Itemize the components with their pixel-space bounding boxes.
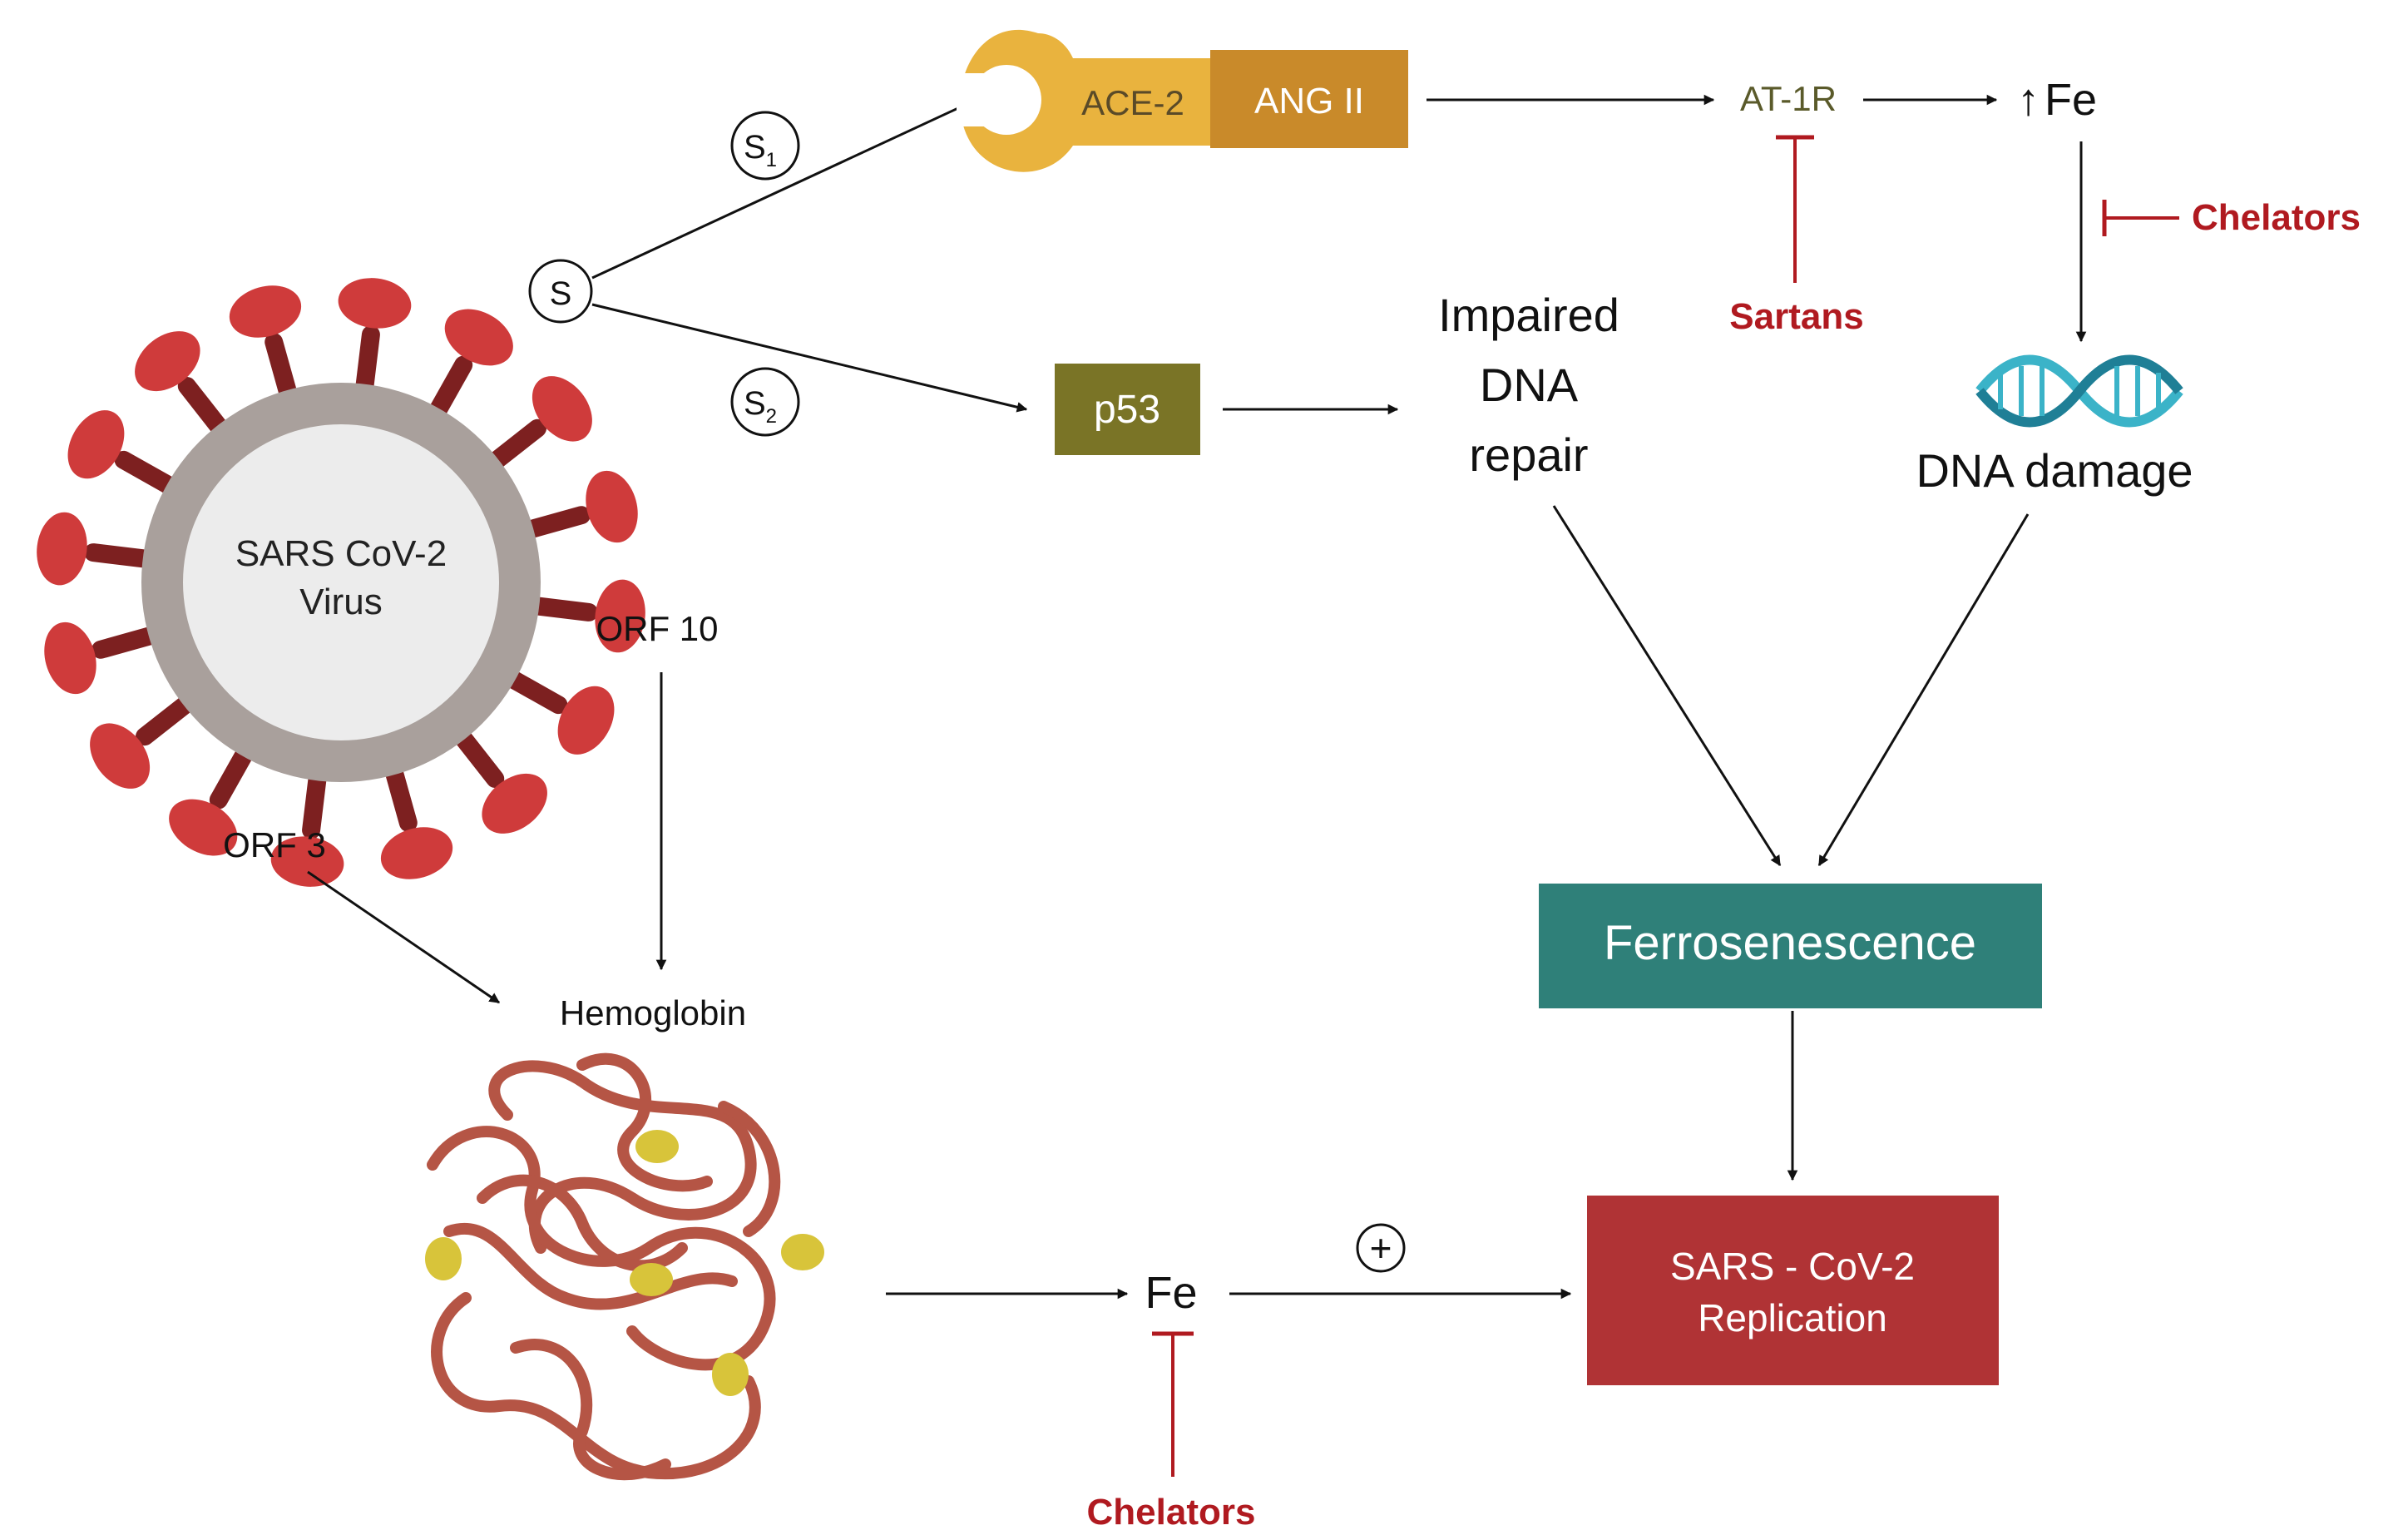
- ace2-receptor-icon: [960, 29, 1214, 172]
- replication-box: [1587, 1196, 1999, 1385]
- virus-spike-head: [557, 686, 615, 755]
- replication-label-line2: Replication: [1698, 1296, 1887, 1339]
- p53-box: [1055, 364, 1200, 455]
- virus-spike-head: [44, 621, 96, 695]
- ang2-box: [1210, 50, 1408, 148]
- virus-spike-head: [90, 723, 151, 789]
- arrow-impaired-repair-to-ferrosenescence: [1552, 505, 1782, 867]
- fe-increase-label: ↑Fe: [2017, 75, 2097, 125]
- ferrosenescence-box: [1539, 884, 2042, 1008]
- spike-protein-node: [528, 259, 593, 324]
- impaired-dna-repair-label-line2: DNA: [1480, 359, 1579, 411]
- virus-core: [183, 424, 499, 740]
- up-arrow-icon: ↑: [2017, 75, 2040, 125]
- virus-spike-head: [482, 773, 547, 834]
- spike-protein-label: S: [550, 275, 572, 312]
- ferrosenescence-label: Ferrosenescence: [1604, 916, 1976, 970]
- virus-spike-head: [444, 309, 513, 366]
- sartans-label: Sartans: [1729, 296, 1863, 337]
- hemoglobin-icon: [427, 1052, 781, 1481]
- arrow-s-to-ace2: [591, 90, 996, 280]
- ace2-receptor: ACE-2: [957, 29, 1214, 172]
- orf3-label: ORF 3: [223, 825, 326, 864]
- virus-label-line2: Virus: [299, 582, 382, 622]
- orf10-label: ORF 10: [596, 609, 718, 648]
- heme-groups: [425, 1130, 824, 1396]
- hemoglobin-label: Hemoglobin: [560, 993, 746, 1032]
- virus-spike-head: [270, 836, 344, 887]
- replication-label: SARS - CoV-2: [1670, 1245, 1915, 1288]
- dna-helix-icon: [1975, 354, 2183, 428]
- virus-spike-head: [135, 331, 200, 392]
- chelators-bottom-label: Chelators: [1087, 1492, 1256, 1533]
- chelators-top-label: Chelators: [2192, 197, 2361, 238]
- arrow-orf3-to-hemoglobin: [307, 870, 501, 1004]
- virus-spike-head: [229, 285, 302, 338]
- s2-subunit-label: S2: [744, 385, 777, 428]
- p53-label: p53: [1094, 388, 1160, 432]
- virus-spike-head: [380, 827, 453, 879]
- virus-spike-head: [169, 799, 238, 856]
- plus-icon: [1356, 1223, 1406, 1273]
- s1-subunit-node: [730, 111, 800, 181]
- arrow-s-to-p53: [591, 303, 1028, 413]
- ace2-label: ACE-2: [1081, 83, 1184, 122]
- virus-spike-head: [37, 512, 87, 586]
- virus-spike-head: [338, 278, 412, 329]
- virus-spike-head: [532, 376, 592, 442]
- virus-spike-head: [67, 410, 125, 479]
- ang2-label: ANG II: [1254, 81, 1364, 121]
- virus-label: SARS CoV-2: [235, 533, 447, 574]
- ace2-notch: [957, 73, 1006, 126]
- s1-subunit-label: S1: [744, 129, 777, 171]
- virus-spike-head: [586, 470, 638, 543]
- impaired-dna-repair-label: Impaired: [1438, 289, 1619, 341]
- impaired-dna-repair-label-line3: repair: [1469, 428, 1588, 481]
- plus-sign: +: [1370, 1226, 1392, 1270]
- dna-damage-label: DNA damage: [1916, 444, 2193, 497]
- arrow-dna-damage-to-ferrosenescence: [1817, 513, 2030, 867]
- fe-bottom-label: Fe: [1145, 1268, 1197, 1318]
- sars-cov-2-virus-icon: SARS CoV-2 Virus: [37, 278, 645, 887]
- s2-subunit-node: [730, 367, 800, 437]
- virus-spike-head: [595, 579, 645, 653]
- at1r-label: AT-1R: [1740, 79, 1837, 118]
